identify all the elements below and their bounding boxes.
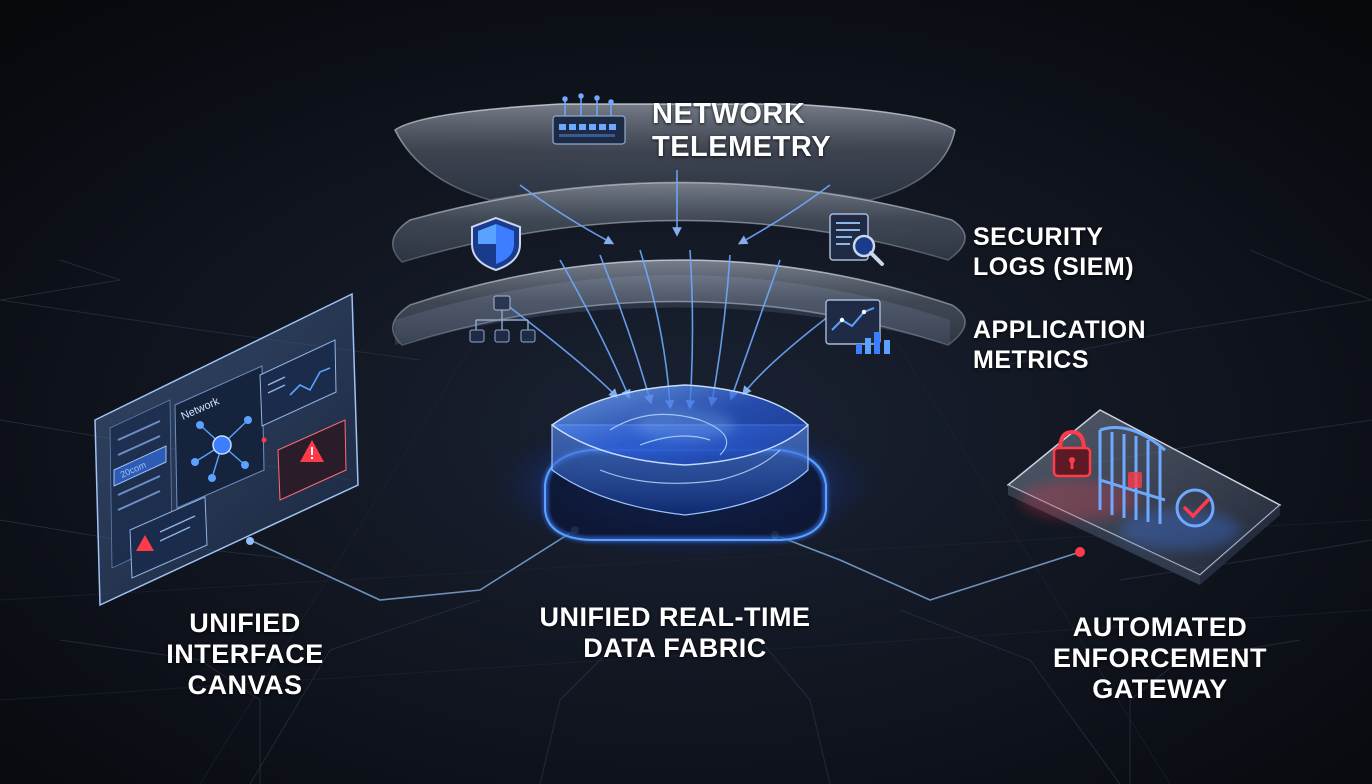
interface-canvas-panel: 20com Network bbox=[94, 292, 359, 607]
gate-lock-icon bbox=[1128, 472, 1142, 488]
data-fabric-line-1: UNIFIED REAL-TIME bbox=[539, 602, 811, 632]
log-search-icon bbox=[829, 213, 884, 266]
enforcement-gateway-label: AUTOMATED ENFORCEMENT GATEWAY bbox=[1020, 612, 1300, 705]
data-fabric-label: UNIFIED REAL-TIME DATA FABRIC bbox=[505, 602, 845, 664]
alert-warning-icon bbox=[300, 440, 324, 462]
data-fabric-line-2: DATA FABRIC bbox=[583, 633, 767, 663]
metrics-chart-icon bbox=[825, 299, 890, 354]
enforcement-gateway-line-2: ENFORCEMENT bbox=[1053, 643, 1267, 673]
layer-application bbox=[392, 259, 966, 346]
check-circle-icon bbox=[1175, 488, 1215, 528]
interface-canvas-line-2: INTERFACE bbox=[166, 639, 324, 669]
security-logs-label: SECURITY LOGS (SIEM) bbox=[973, 222, 1193, 282]
security-logs-line-2: LOGS (SIEM) bbox=[973, 253, 1135, 281]
network-telemetry-line-1: NETWORK bbox=[652, 98, 806, 130]
padlock-icon bbox=[1052, 429, 1092, 478]
application-metrics-label: APPLICATION METRICS bbox=[973, 315, 1213, 375]
interface-canvas-label: UNIFIED INTERFACE CANVAS bbox=[130, 608, 360, 701]
enforcement-gateway-line-1: AUTOMATED bbox=[1072, 612, 1248, 642]
connector-lines bbox=[249, 529, 1081, 601]
interface-canvas-line-1: UNIFIED bbox=[189, 608, 301, 638]
application-metrics-line-2: METRICS bbox=[973, 346, 1089, 374]
security-logs-line-1: SECURITY bbox=[973, 223, 1104, 251]
network-telemetry-line-2: TELEMETRY bbox=[652, 131, 832, 163]
hierarchy-icon bbox=[469, 295, 536, 343]
network-graph-icon bbox=[191, 416, 252, 482]
network-telemetry-label: NETWORK TELEMETRY bbox=[652, 98, 872, 164]
shield-icon bbox=[471, 216, 521, 272]
gate-icon bbox=[1098, 426, 1166, 524]
application-metrics-line-1: APPLICATION bbox=[973, 316, 1147, 344]
enforcement-gateway-line-3: GATEWAY bbox=[1092, 674, 1228, 704]
canvas-connector-node bbox=[246, 537, 254, 545]
bottom-warning-icon bbox=[136, 535, 154, 551]
network-switch-icon bbox=[552, 93, 626, 145]
data-flow-arrows bbox=[499, 170, 851, 410]
layer-network bbox=[394, 103, 956, 201]
gateway-connector-node bbox=[1075, 547, 1085, 557]
interface-canvas-line-3: CANVAS bbox=[187, 670, 303, 700]
canvas-chart-icon bbox=[289, 367, 331, 396]
data-fabric-hub bbox=[485, 384, 885, 560]
